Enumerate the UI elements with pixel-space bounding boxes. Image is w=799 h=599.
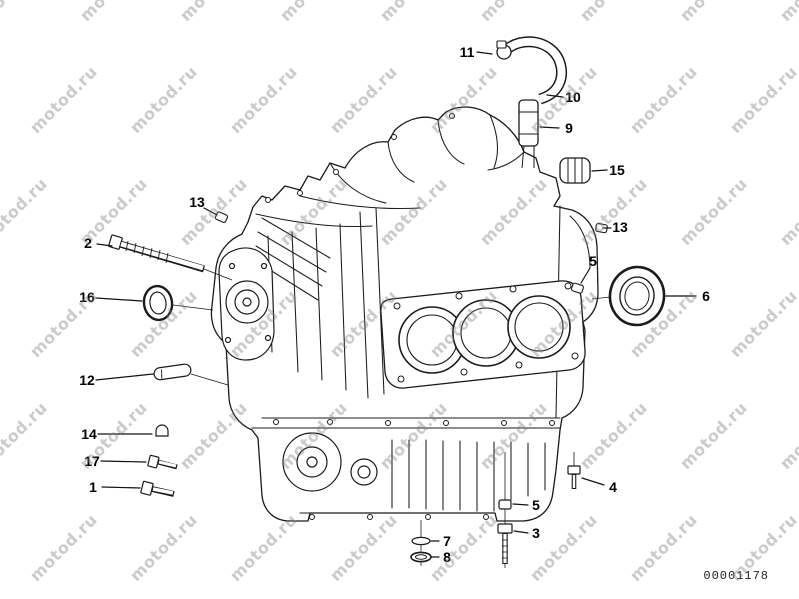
callout-line-13 xyxy=(203,207,218,216)
callout-line-16 xyxy=(95,297,143,302)
callout-17[interactable]: 17 xyxy=(84,453,100,469)
flange-bolt-holes xyxy=(265,113,555,520)
callout-line-4 xyxy=(581,477,605,486)
callout-14[interactable]: 14 xyxy=(81,426,97,442)
breather-pipe-part-9 xyxy=(518,99,539,169)
callout-2[interactable]: 2 xyxy=(84,235,92,251)
callout-7[interactable]: 7 xyxy=(443,533,451,549)
bolt-stack-parts-5-3 xyxy=(497,452,513,568)
plug-part-13-left xyxy=(214,211,229,224)
rubber-mount-part-15 xyxy=(559,157,591,184)
callout-10[interactable]: 10 xyxy=(565,89,581,105)
front-cover xyxy=(218,247,275,361)
callout-line-10 xyxy=(546,94,564,98)
cylinder-bores xyxy=(398,295,571,374)
lower-bosses xyxy=(282,432,378,492)
breather-hose-part-10 xyxy=(502,36,567,105)
callout-8[interactable]: 8 xyxy=(443,549,451,565)
image-number: 00001178 xyxy=(703,569,769,583)
callout-line-1 xyxy=(101,486,141,489)
gasket-bolt-holes xyxy=(393,282,579,383)
callout-lines xyxy=(95,51,697,558)
seal-ring-part-16 xyxy=(142,284,214,322)
callout-line-12 xyxy=(95,373,154,381)
dowel-pin-part-12 xyxy=(153,363,229,386)
callout-5[interactable]: 5 xyxy=(589,253,597,269)
hose-clamp-part-11 xyxy=(496,40,512,60)
screw-part-17 xyxy=(147,454,178,470)
callout-5[interactable]: 5 xyxy=(532,497,540,513)
plug-part-13-right xyxy=(595,222,608,234)
callout-13[interactable]: 13 xyxy=(612,219,628,235)
callout-line-5 xyxy=(580,267,591,284)
callout-11[interactable]: 11 xyxy=(459,44,475,60)
callout-line-11 xyxy=(476,51,493,55)
callout-9[interactable]: 9 xyxy=(565,120,573,136)
callout-line-9 xyxy=(539,126,560,129)
callout-13[interactable]: 13 xyxy=(189,194,205,210)
callout-16[interactable]: 16 xyxy=(79,289,95,305)
callout-line-3 xyxy=(513,530,529,534)
callout-line-5 xyxy=(512,503,529,506)
washer-oring-parts-7-8 xyxy=(410,520,432,566)
bolt-part-4 xyxy=(567,452,581,489)
stud-bolt-part-2 xyxy=(108,234,233,281)
callout-1[interactable]: 1 xyxy=(89,479,97,495)
callout-6[interactable]: 6 xyxy=(702,288,710,304)
callout-15[interactable]: 15 xyxy=(609,162,625,178)
callout-3[interactable]: 3 xyxy=(532,525,540,541)
shaft-seal-part-6 xyxy=(591,265,666,327)
screw-part-1 xyxy=(140,480,175,497)
callout-4[interactable]: 4 xyxy=(609,479,617,495)
callout-line-17 xyxy=(100,460,147,463)
callout-12[interactable]: 12 xyxy=(79,372,95,388)
cap-nut-part-14 xyxy=(155,424,169,437)
plug-part-5-upper xyxy=(570,282,584,294)
callout-line-2 xyxy=(96,243,113,247)
callout-line-15 xyxy=(591,169,608,172)
